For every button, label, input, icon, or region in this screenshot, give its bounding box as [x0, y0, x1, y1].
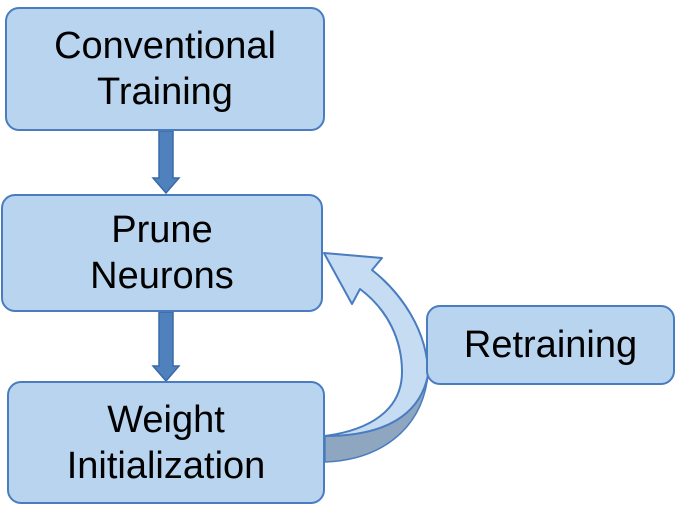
node-prune-neurons-line1: Prune [111, 209, 213, 251]
node-prune-neurons-line2: Neurons [90, 255, 234, 297]
node-weight-initialization: Weight Initialization [7, 381, 325, 504]
down-arrow-prune-to-weight [151, 311, 181, 383]
node-prune-neurons: Prune Neurons [1, 194, 323, 312]
node-weight-initialization-line1: Weight [107, 398, 225, 441]
curved-return-arrow-light [323, 252, 429, 437]
node-retraining-label: Retraining [463, 324, 638, 366]
node-weight-initialization-line2: Initialization [66, 444, 266, 487]
node-conventional-training-line1: Conventional [54, 25, 276, 67]
node-retraining: Retraining [426, 305, 675, 385]
node-conventional-training-line2: Training [97, 71, 233, 113]
node-conventional-training: Conventional Training [5, 7, 325, 131]
down-arrow-training-to-prune [151, 130, 181, 195]
